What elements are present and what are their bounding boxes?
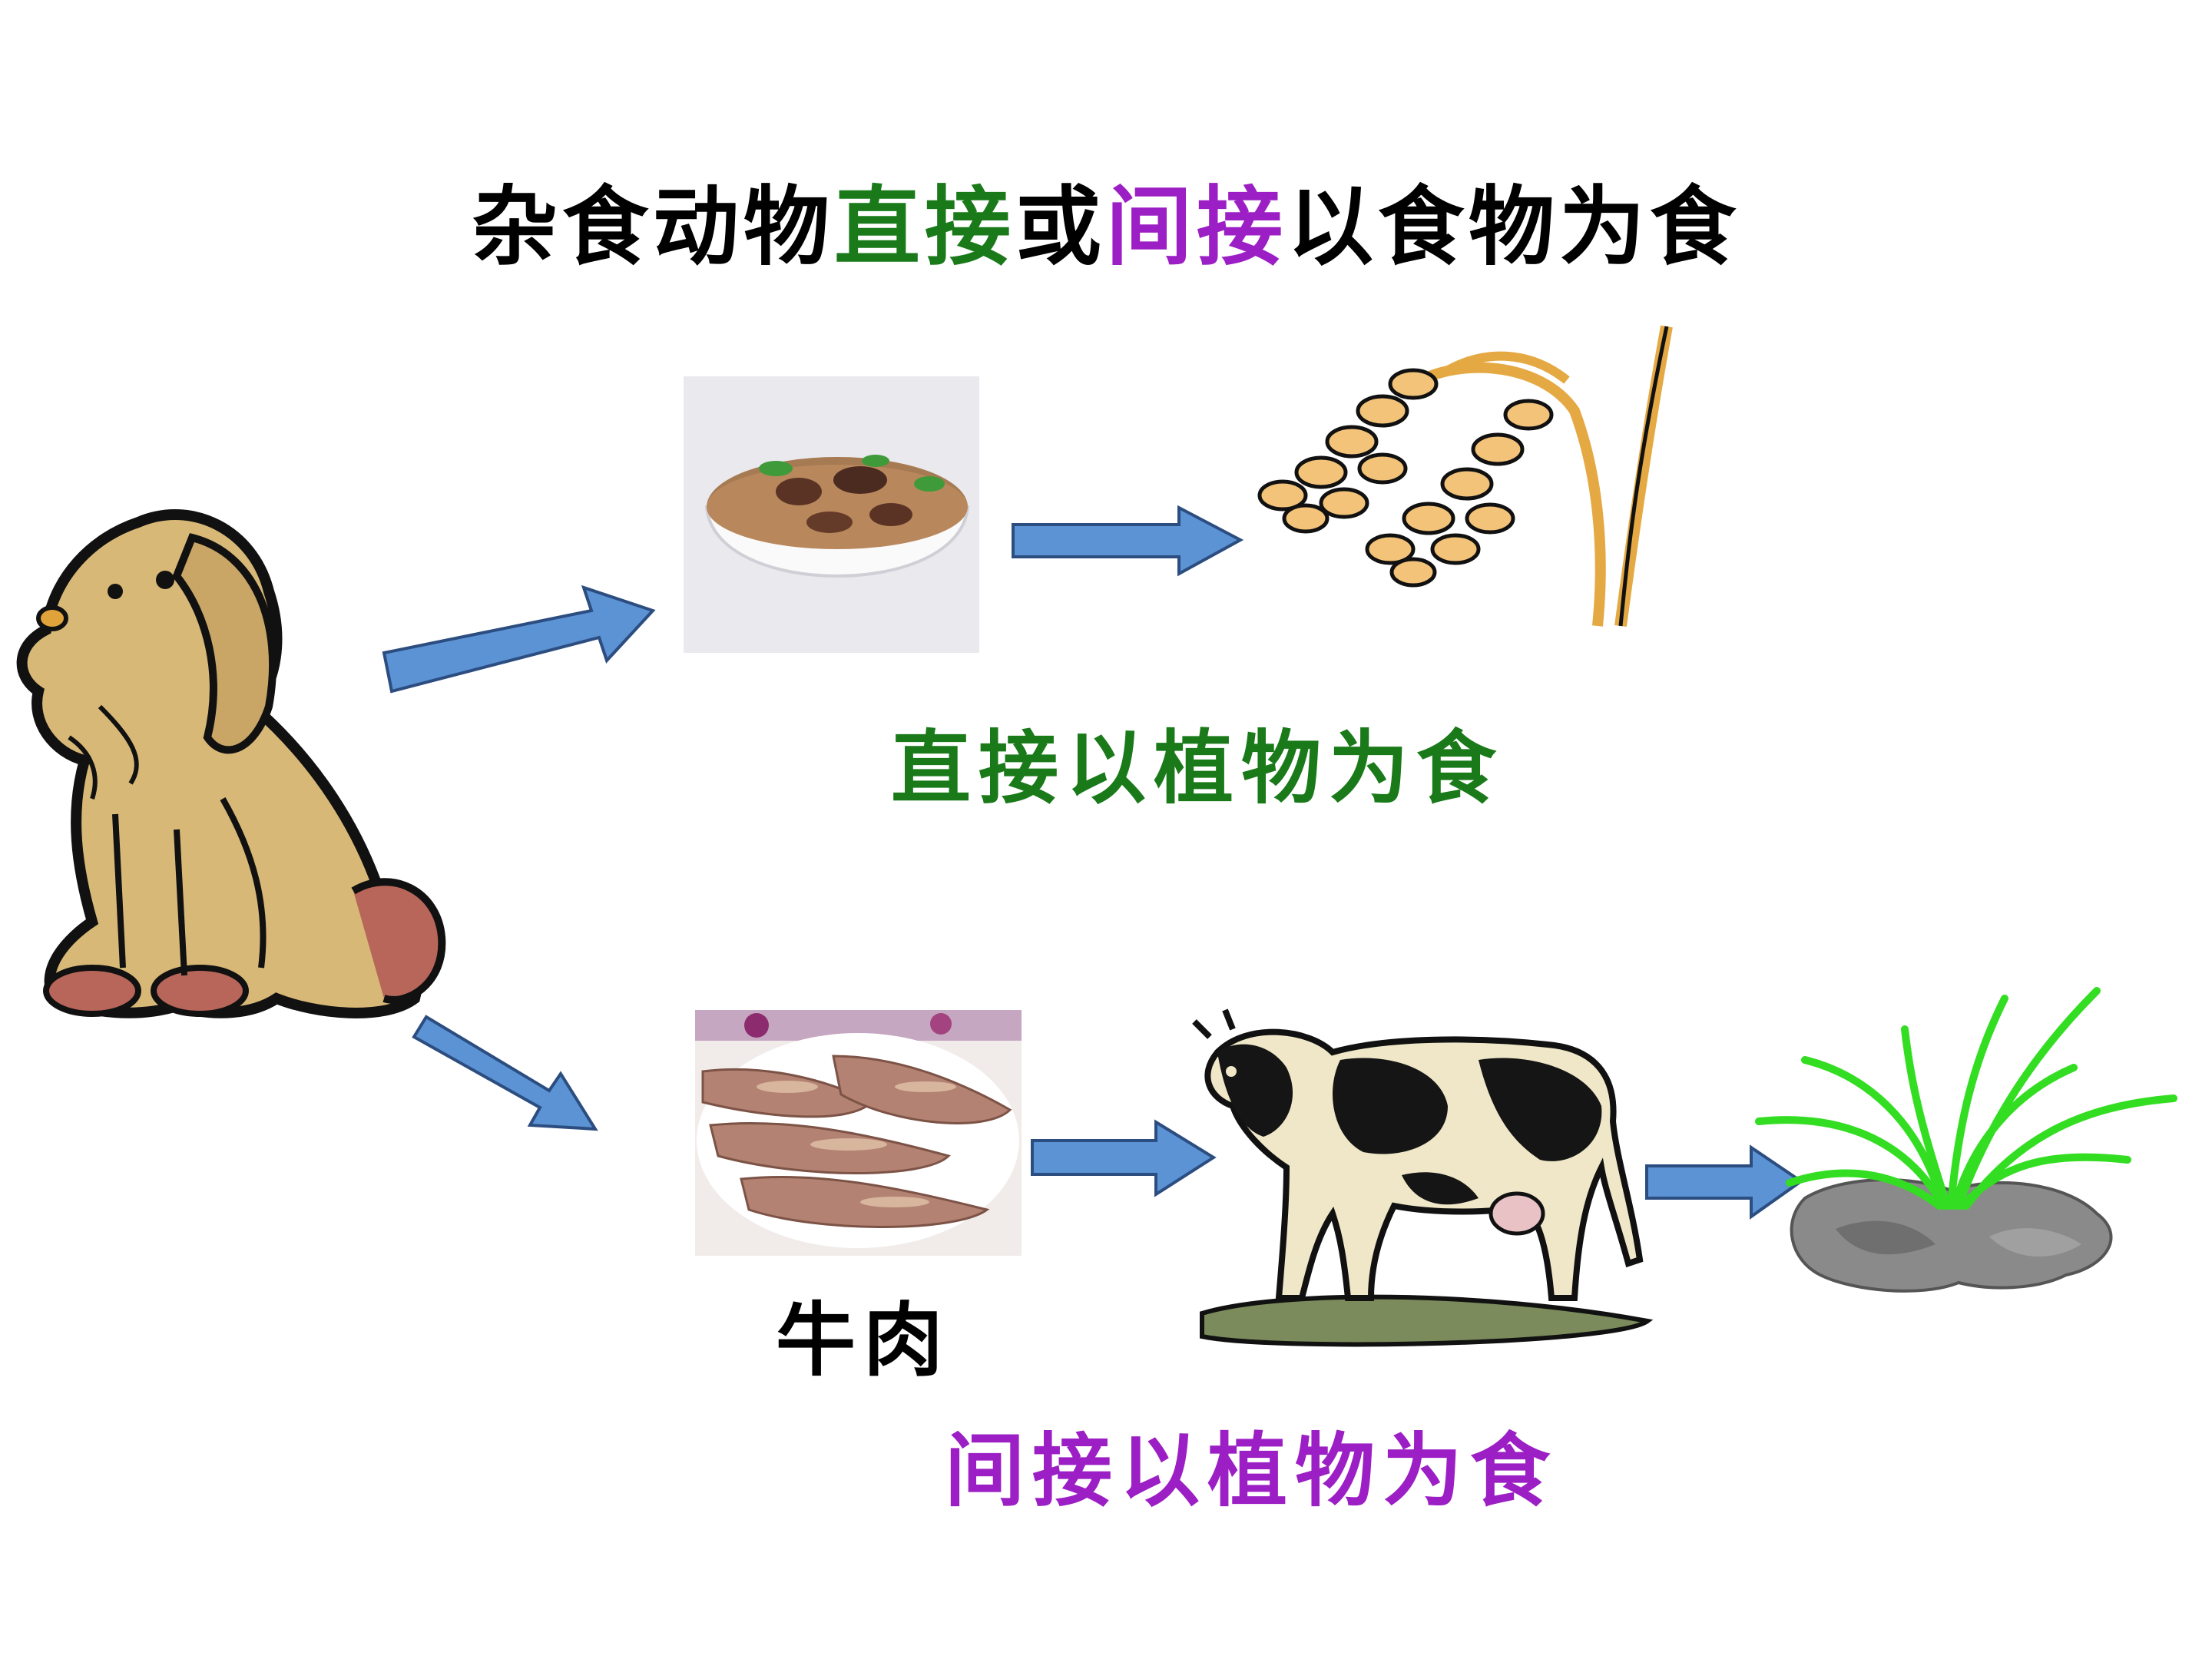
rice-plant-icon xyxy=(1257,325,1673,628)
dog-icon xyxy=(16,509,446,1018)
title-part-indirect: 间接 xyxy=(1106,177,1287,277)
caption-direct: 直接以植物为食 xyxy=(891,720,1505,815)
cow-icon xyxy=(1192,1008,1654,1347)
title-part-direct: 直接 xyxy=(834,177,1015,277)
beef-plate-image xyxy=(695,1010,1022,1256)
beef-label: 牛肉 xyxy=(776,1293,952,1387)
rice-bowl-image xyxy=(684,376,979,653)
title-part-omnivore: 杂食动物 xyxy=(472,177,834,277)
title-part-or: 或 xyxy=(1015,177,1106,277)
arrow-dog-to-rice xyxy=(382,584,656,694)
arrow-rice-to-plant xyxy=(1012,505,1244,577)
arrow-dog-to-beef xyxy=(412,1015,598,1131)
caption-indirect: 间接以植物为食 xyxy=(945,1423,1558,1518)
arrow-beef-to-cow xyxy=(1031,1119,1217,1197)
title-part-rest: 以食物为食 xyxy=(1287,177,1740,277)
slide-title: 杂食动物直接或间接以食物为食 xyxy=(0,157,2212,282)
arrow-cow-to-grass xyxy=(1645,1144,1804,1220)
grass-icon xyxy=(1755,987,2177,1293)
